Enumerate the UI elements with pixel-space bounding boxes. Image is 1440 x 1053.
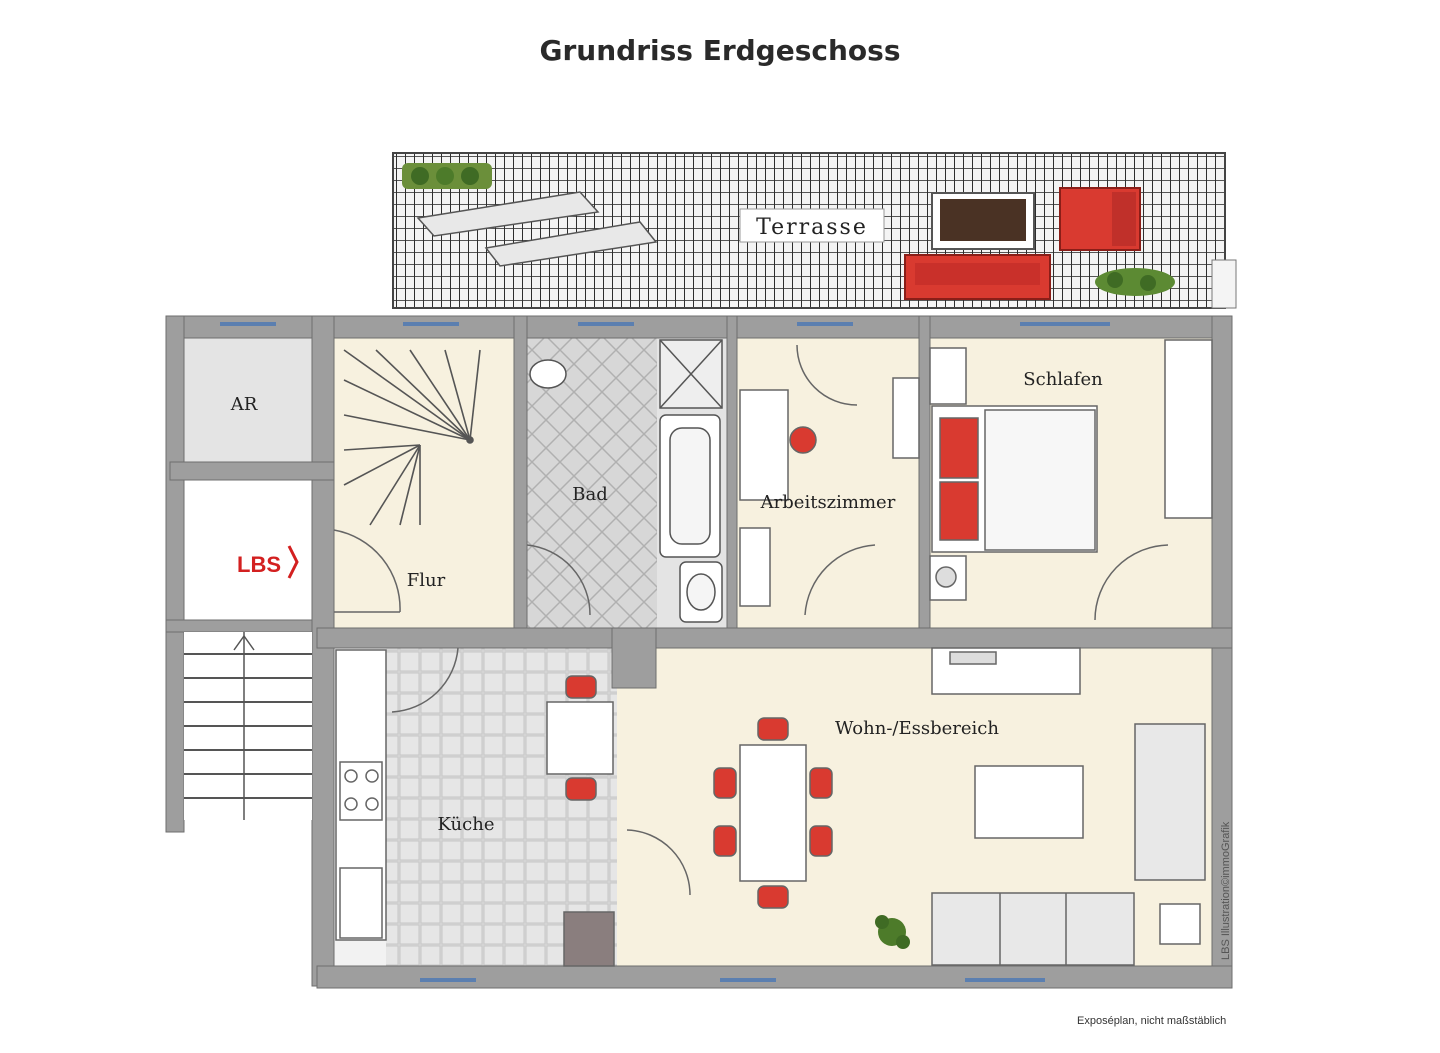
footer-note: Exposéplan, nicht maßstäblich xyxy=(1077,1015,1227,1027)
terrace-label: Terrasse xyxy=(756,215,868,240)
entrance-area xyxy=(184,480,312,620)
windows xyxy=(220,322,1110,982)
toilet-icon xyxy=(529,359,567,389)
lbs-logo: LBS xyxy=(237,545,299,579)
desk-icon xyxy=(739,389,789,501)
plant-planter-icon xyxy=(402,163,492,189)
room-label-wohn: Wohn-/Essbereich xyxy=(835,718,999,739)
doors xyxy=(333,344,1169,896)
room-label-bad: Bad xyxy=(572,484,607,505)
plant-icon xyxy=(1095,268,1175,296)
outdoor-sofa-icon xyxy=(904,254,1051,300)
room-label-kueche: Küche xyxy=(438,814,495,835)
plant-icon xyxy=(875,915,910,949)
illustration-credit: LBS Illustration©immoGrafik xyxy=(1220,821,1232,960)
brand-text: LBS xyxy=(237,552,281,577)
side-table-icon xyxy=(1159,903,1201,945)
terrace: Terrasse xyxy=(392,152,1237,309)
kitchen-furniture xyxy=(335,649,615,967)
living-furniture xyxy=(713,647,1206,966)
fridge-icon xyxy=(563,911,615,967)
room-label-flur: Flur xyxy=(407,570,446,591)
kitchen-sink-icon xyxy=(339,867,383,939)
interior-stairs xyxy=(343,349,481,526)
wardrobe-icon xyxy=(1164,339,1213,519)
coffee-table-icon xyxy=(974,765,1084,839)
bedroom-furniture xyxy=(929,339,1213,601)
bathroom-fixtures xyxy=(529,339,723,623)
room-label-arbeitszimmer: Arbeitszimmer xyxy=(760,492,896,513)
flur-floor xyxy=(334,338,514,628)
entrance-stairs xyxy=(184,632,312,820)
office-furniture xyxy=(739,377,920,607)
cabinet-icon xyxy=(739,527,771,607)
sofa-icon xyxy=(1134,723,1206,881)
plan-title: Grundriss Erdgeschoss xyxy=(539,34,901,67)
kitchen-table-icon xyxy=(546,701,614,775)
nightstand-icon xyxy=(929,347,967,405)
office-chair-icon xyxy=(789,426,817,454)
walls xyxy=(165,315,1233,989)
dining-table-icon xyxy=(739,744,807,882)
outdoor-armchair-icon xyxy=(1059,187,1141,251)
sofa-icon xyxy=(931,892,1135,966)
shelf-icon xyxy=(892,377,920,459)
room-label-schlafen: Schlafen xyxy=(1023,369,1103,390)
ar-floor xyxy=(184,338,312,462)
sun-lounger-icon xyxy=(416,191,658,267)
outdoor-table-icon xyxy=(931,192,1035,250)
room-label-ar: AR xyxy=(230,394,258,415)
